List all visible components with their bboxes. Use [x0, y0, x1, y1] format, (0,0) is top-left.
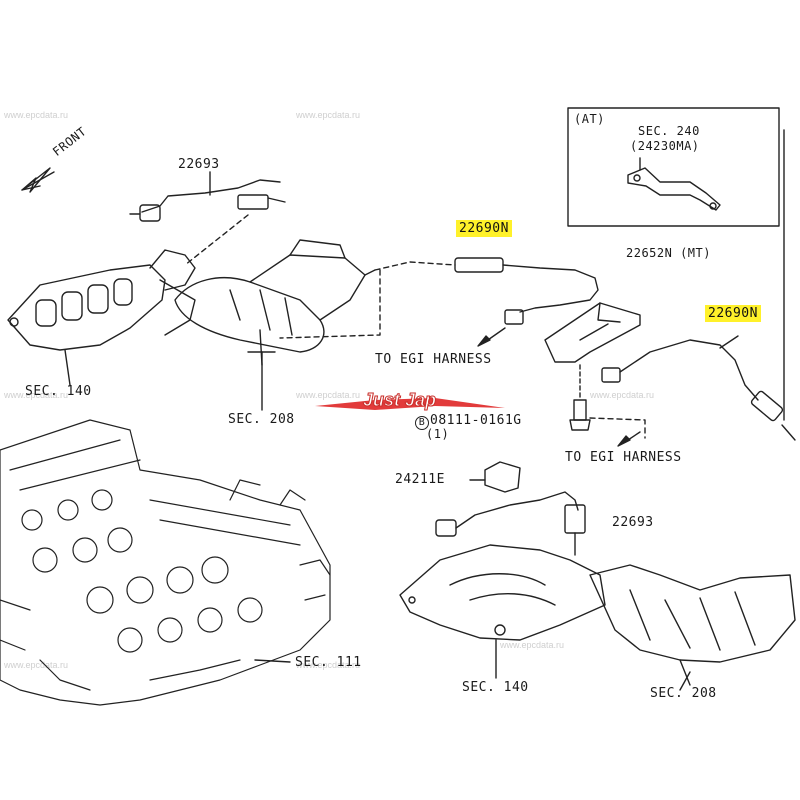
watermark: www.epcdata.ru — [296, 660, 361, 670]
watermark: www.epcdata.ru — [500, 640, 565, 650]
label-24211e: 24211E — [395, 472, 445, 487]
bracket-22652n — [544, 302, 641, 363]
label-22693-bottom: 22693 — [612, 515, 654, 530]
label-sec-111: SEC. 111 — [295, 655, 362, 670]
catalytic-converter-top — [174, 239, 376, 366]
inset-part-number: (24230MA) — [630, 139, 700, 153]
watermark: www.epcdata.ru — [4, 660, 69, 670]
manifold-top-left — [7, 249, 196, 351]
label-bolt-quantity: (1) — [426, 427, 450, 441]
watermark: www.epcdata.ru — [296, 110, 361, 120]
inset-frame — [567, 107, 780, 227]
label-sec-208-bottom: SEC. 208 — [650, 686, 717, 701]
watermark: www.epcdata.ru — [296, 390, 361, 400]
label-sec-208-left: SEC. 208 — [228, 412, 295, 427]
watermark: www.epcdata.ru — [590, 390, 655, 400]
front-arrow-icon — [21, 167, 55, 193]
bolt-part — [569, 364, 591, 431]
label-sec-140-left: SEC. 140 — [25, 384, 92, 399]
bracket-24211e — [484, 461, 521, 493]
brand-logo: Just Jap — [315, 390, 505, 416]
label-to-egi-harness-2: TO EGI HARNESS — [565, 450, 682, 465]
label-22693-top: 22693 — [178, 157, 220, 172]
label-sec-140-bottom: SEC. 140 — [462, 680, 529, 695]
oxygen-sensor-22690n-right — [601, 339, 796, 441]
oxygen-sensor-22693-bottom — [435, 491, 586, 556]
label-bolt-code: 08111-0161G — [430, 413, 522, 428]
label-to-egi-harness-1: TO EGI HARNESS — [375, 352, 492, 367]
label-22690n-highlighted: 22690N — [456, 220, 512, 237]
oxygen-sensor-22693-top — [129, 179, 286, 222]
catalytic-converter-bottom — [589, 564, 796, 691]
brand-text: Just Jap — [362, 390, 437, 411]
watermark: www.epcdata.ru — [4, 390, 69, 400]
inset-at-tag: (AT) — [574, 112, 605, 126]
at-bracket-part — [627, 157, 721, 211]
watermark: www.epcdata.ru — [4, 110, 69, 120]
engine-block — [0, 419, 331, 706]
bolt-marker: B — [415, 416, 429, 430]
label-22690n-highlighted-right: 22690N — [705, 305, 761, 322]
oxygen-sensor-22690n-upper — [454, 257, 599, 325]
label-22652n: 22652N (MT) — [626, 246, 711, 260]
manifold-bottom — [399, 544, 606, 641]
inset-sec-240: SEC. 240 — [638, 124, 700, 138]
